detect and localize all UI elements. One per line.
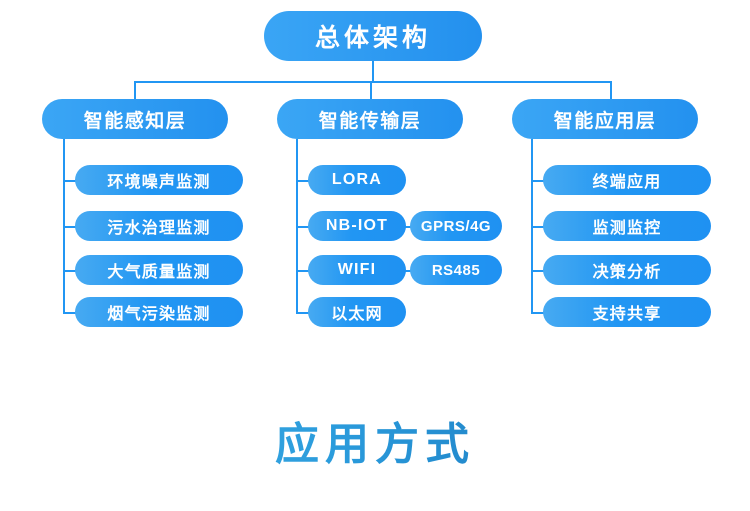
connector-link-nbiot-gprs — [402, 226, 414, 228]
node-leaf-air-quality[interactable]: 大气质量监测 — [75, 255, 243, 285]
connector-stub-3-2 — [531, 226, 545, 228]
node-leaf-support-sharing[interactable]: 支持共享 — [543, 297, 711, 327]
node-leaf-gprs-4g[interactable]: GPRS/4G — [410, 211, 502, 241]
connector-level2-bus — [134, 81, 612, 83]
node-leaf-rs485[interactable]: RS485 — [410, 255, 502, 285]
node-leaf-nbiot[interactable]: NB-IOT — [308, 211, 406, 241]
connector-stub-2-4 — [296, 312, 310, 314]
connector-stub-3-4 — [531, 312, 545, 314]
node-leaf-wifi[interactable]: WIFI — [308, 255, 406, 285]
node-leaf-sewage[interactable]: 污水治理监测 — [75, 211, 243, 241]
connector-drop-branch-1 — [134, 81, 136, 101]
footer-heading: 应用方式 — [0, 408, 750, 472]
connector-stub-2-1 — [296, 180, 310, 182]
node-leaf-env-noise[interactable]: 环境噪声监测 — [75, 165, 243, 195]
node-leaf-ethernet[interactable]: 以太网 — [308, 297, 406, 327]
node-leaf-lora[interactable]: LORA — [308, 165, 406, 195]
connector-drop-branch-2 — [370, 81, 372, 101]
connector-stub-1-1 — [63, 180, 77, 182]
node-leaf-decision-analysis[interactable]: 决策分析 — [543, 255, 711, 285]
connector-drop-branch-3 — [610, 81, 612, 101]
node-root[interactable]: 总体架构 — [264, 11, 482, 61]
node-leaf-terminal-app[interactable]: 终端应用 — [543, 165, 711, 195]
connector-stub-2-2 — [296, 226, 310, 228]
connector-stub-2-3 — [296, 270, 310, 272]
node-branch-sensing-layer[interactable]: 智能感知层 — [42, 99, 228, 139]
connector-stub-1-3 — [63, 270, 77, 272]
connector-root-stem — [372, 61, 374, 83]
node-leaf-monitoring[interactable]: 监测监控 — [543, 211, 711, 241]
connector-stub-3-3 — [531, 270, 545, 272]
node-leaf-flue-gas[interactable]: 烟气污染监测 — [75, 297, 243, 327]
connector-stub-1-4 — [63, 312, 77, 314]
connector-stub-1-2 — [63, 226, 77, 228]
node-branch-transmission-layer[interactable]: 智能传输层 — [277, 99, 463, 139]
connector-link-wifi-rs485 — [402, 270, 414, 272]
connector-stub-3-1 — [531, 180, 545, 182]
node-branch-application-layer[interactable]: 智能应用层 — [512, 99, 698, 139]
